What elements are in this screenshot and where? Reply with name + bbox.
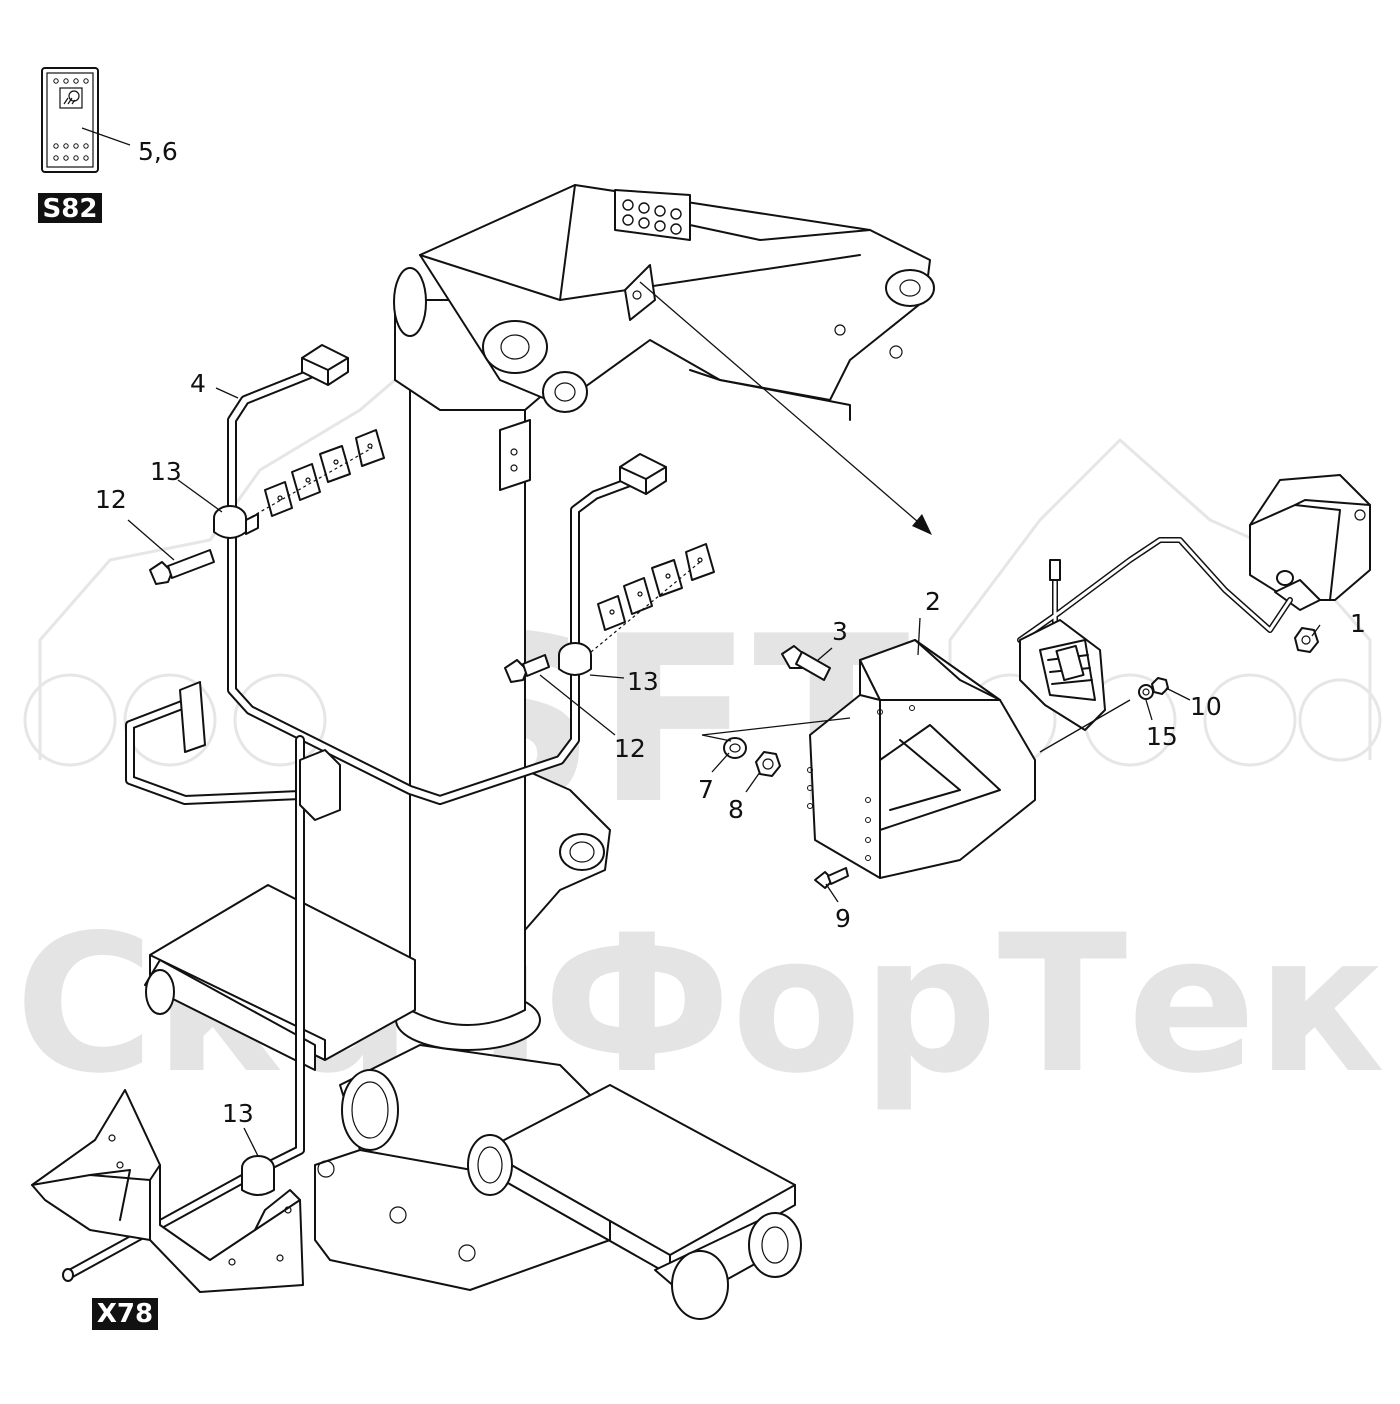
crane-structure [314, 184, 935, 1291]
callout-5-6: 5,6 [138, 137, 178, 166]
bracket-post [179, 681, 206, 753]
lamp-mount-plate [1019, 619, 1106, 731]
boom-pivot-right [885, 269, 935, 307]
callout-10: 10 [1190, 692, 1222, 721]
screw-9 [814, 867, 849, 889]
clip-assembly-lower [590, 543, 715, 653]
watermark-forwarder-silhouette-left [23, 348, 431, 767]
callout-15: 15 [1146, 722, 1178, 751]
boom-pivot-left [482, 320, 548, 374]
callout-labels: 1 2 3 4 7 8 9 10 12 12 13 13 13 15 [95, 369, 1366, 1128]
explosion-arrowhead [912, 514, 932, 535]
tag-connector-label: X78 [97, 1299, 153, 1329]
explosion-arrow [639, 281, 926, 529]
callout-13-upper: 13 [150, 457, 182, 486]
work-light-icon [59, 87, 83, 109]
cable-clip-middle [558, 642, 592, 676]
tag-connector: X78 [92, 1298, 158, 1330]
lamp-nut-1 [1294, 627, 1319, 653]
nut-8 [755, 751, 781, 777]
bolt-upper [149, 549, 215, 585]
callout-3: 3 [832, 617, 848, 646]
outrigger-cylinder-1 [671, 1250, 729, 1320]
callout-8: 8 [728, 795, 744, 824]
leader-lines [127, 387, 1321, 1157]
callout-13-middle: 13 [627, 667, 659, 696]
callout-1: 1 [1350, 609, 1366, 638]
lamp-mount-stud [1276, 570, 1294, 586]
callout-13-lower: 13 [222, 1099, 254, 1128]
harness-end-x78 [62, 1268, 74, 1282]
harness-clamp-block [299, 749, 341, 821]
connector-bracket [31, 1089, 304, 1293]
switch-frame [46, 72, 94, 168]
washer-15 [1138, 684, 1154, 700]
boom-pivot-lower [542, 371, 588, 413]
washer-7 [723, 737, 747, 759]
tag-switch-background [38, 193, 102, 223]
outrigger-left [144, 884, 416, 1071]
bolt-lower [504, 654, 550, 683]
callout-12-upper: 12 [95, 485, 127, 514]
slew-cylinder-end [341, 1069, 399, 1151]
callout-9: 9 [835, 904, 851, 933]
outrigger-right [467, 1084, 802, 1320]
tag-switch-label: S82 [43, 194, 98, 224]
callout-4: 4 [190, 369, 206, 398]
callout-7: 7 [698, 775, 714, 804]
work-lamp-icon [1249, 474, 1371, 611]
outrigger-cylinder-2 [748, 1212, 802, 1278]
harness-connector-lower [619, 453, 667, 495]
lamp-cable-plug [1049, 559, 1061, 581]
lamp-housing [1249, 474, 1371, 601]
nut-10 [1151, 677, 1169, 695]
harness-u-bracket [125, 681, 305, 805]
tag-connector-background [92, 1298, 158, 1330]
callout-12-lower: 12 [614, 734, 646, 763]
clip-assembly-upper [245, 429, 385, 521]
bolt-3 [781, 645, 831, 681]
lamp-bracket [807, 639, 1036, 879]
harness-connector-upper [301, 344, 349, 386]
tag-switch: S82 [38, 193, 102, 224]
cable-clip-lower [241, 1155, 275, 1196]
rocker-switch [41, 67, 99, 173]
switch-body [41, 67, 99, 173]
callout-2: 2 [925, 587, 941, 616]
